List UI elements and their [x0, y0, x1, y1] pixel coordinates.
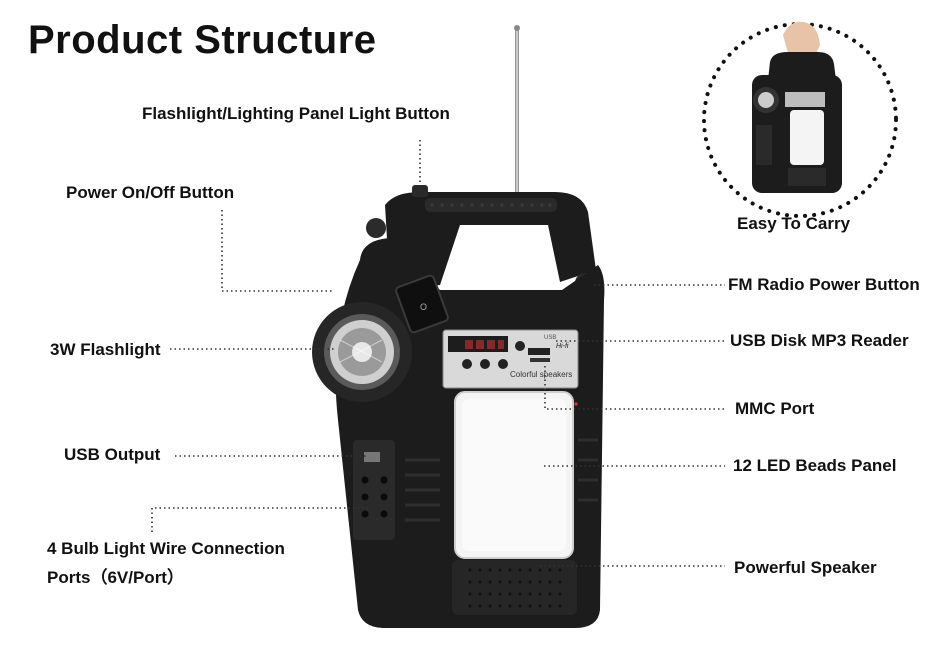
- svg-text:Colorful speakers: Colorful speakers: [510, 370, 572, 379]
- mmc-slot: [530, 358, 550, 362]
- svg-text:Hi-fi: Hi-fi: [556, 343, 569, 350]
- label-led-panel: 12 LED Beads Panel: [733, 456, 897, 475]
- label-usb-reader: USB Disk MP3 Reader: [730, 331, 909, 350]
- hand: [783, 21, 820, 62]
- label-flashlight-button: Flashlight/Lighting Panel Light Button: [142, 104, 450, 123]
- power-switch: [395, 274, 449, 334]
- label-mmc-port: MMC Port: [735, 399, 815, 418]
- carry-inset-frame: [702, 22, 898, 218]
- carry-inset-device: [752, 21, 842, 193]
- label-power-button: Power On/Off Button: [66, 183, 235, 202]
- label-flashlight: 3W Flashlight: [50, 340, 161, 359]
- usb-output-port: [364, 452, 380, 462]
- svg-text:USB: USB: [544, 335, 556, 341]
- page-title: Product Structure: [28, 18, 377, 62]
- carry-handle: [385, 192, 596, 290]
- label-easy-carry: Easy To Carry: [737, 214, 851, 233]
- label-wire-ports-line1: 4 Bulb Light Wire Connection: [47, 539, 285, 558]
- label-fm-button: FM Radio Power Button: [728, 275, 920, 294]
- speaker-grille: [452, 560, 577, 615]
- usb-slot: [528, 348, 550, 355]
- label-speaker: Powerful Speaker: [734, 558, 877, 577]
- knob-left: [366, 218, 386, 238]
- label-usb-output: USB Output: [64, 445, 161, 464]
- svg-text:O: O: [420, 302, 427, 312]
- flashlight-button: [412, 185, 428, 197]
- label-wire-ports-line2: Ports（6V/Port）: [47, 568, 184, 587]
- leader-lines: [151, 140, 725, 567]
